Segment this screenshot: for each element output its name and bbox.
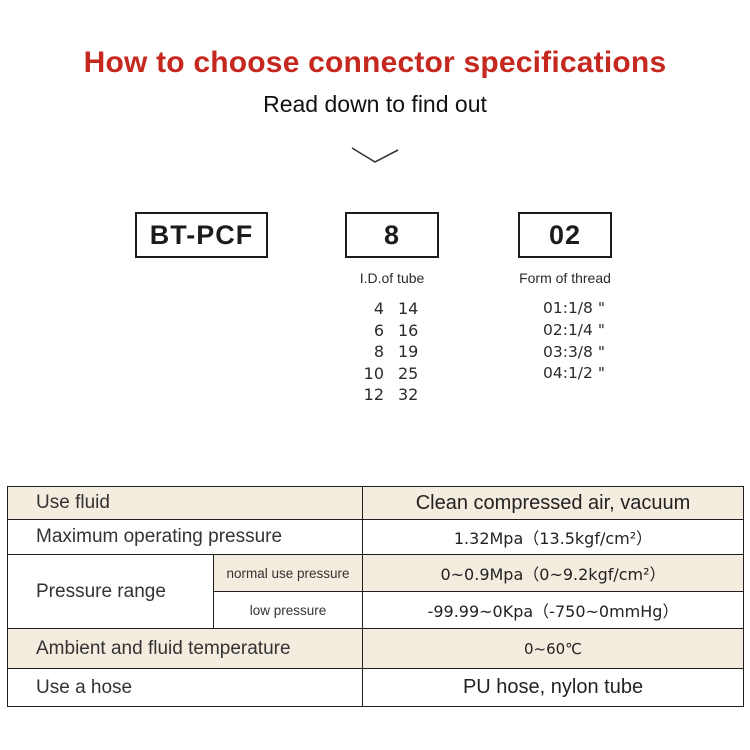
tube-od: 16: [398, 320, 419, 340]
tube-od: 32: [398, 385, 419, 405]
model-code-label: BT-PCF: [149, 219, 254, 250]
thread-option: 02:1/4 ": [543, 320, 605, 339]
row-label: Pressure range: [7, 554, 214, 629]
tube-size-row: 10 25: [352, 363, 419, 385]
thread-option: 04:1/2 ": [543, 364, 605, 383]
tube-size-row: 6 16: [352, 320, 419, 342]
row-sublabel: normal use pressure: [212, 554, 364, 592]
row-sublabel: low pressure: [212, 591, 364, 629]
table-row: low pressure -99.99~0Kpa（-750~0mmHg）: [8, 591, 745, 629]
tube-od: 25: [398, 363, 419, 383]
row-value: Clean compressed air, vacuum: [362, 486, 745, 520]
page-subtitle: Read down to find out: [263, 91, 487, 117]
spec-table: Use fluid Clean compressed air, vacuum M…: [6, 486, 745, 707]
row-label: Use a hose: [6, 668, 364, 707]
tube-od: 14: [398, 299, 419, 319]
thread-option: 03:3/8 ": [543, 342, 605, 361]
tube-code-label: 8: [383, 219, 401, 250]
tube-id: 6: [373, 320, 384, 340]
thread-code-box: 02: [518, 212, 612, 258]
row-value: 0~0.9Mpa（0~9.2kgf/cm²）: [362, 554, 745, 592]
table-row: Pressure range normal use pressure 0~0.9…: [7, 554, 745, 629]
tube-code-box: 8: [345, 212, 439, 258]
row-value: 1.32Mpa（13.5kgf/cm²）: [362, 519, 745, 555]
tube-id: 4: [373, 299, 384, 319]
tube-size-row: 8 19: [352, 341, 419, 363]
tube-size-list: 4 14 6 16 8 19 10 25 12 32: [352, 298, 419, 406]
thread-option-list: 01:1/8 " 02:1/4 " 03:3/8 " 04:1/2 ": [543, 299, 605, 386]
row-label: Maximum operating pressure: [6, 519, 364, 555]
tube-od: 19: [398, 342, 419, 362]
row-value: PU hose, nylon tube: [362, 668, 745, 707]
tube-size-row: 12 32: [352, 384, 419, 406]
row-label: Ambient and fluid temperature: [6, 628, 364, 669]
chevron-down-icon: [351, 147, 399, 163]
table-row: Maximum operating pressure 1.32Mpa（13.5k…: [6, 519, 745, 555]
thread-caption: Form of thread: [519, 270, 611, 286]
table-row: Use fluid Clean compressed air, vacuum: [6, 486, 745, 520]
table-row: Use a hose PU hose, nylon tube: [6, 668, 745, 707]
tube-id: 12: [363, 385, 384, 405]
row-value: 0~60℃: [362, 628, 745, 669]
page-title: How to choose connector specifications: [83, 46, 667, 79]
row-value: -99.99~0Kpa（-750~0mmHg）: [362, 591, 745, 629]
tube-id: 8: [373, 342, 384, 362]
thread-option: 01:1/8 ": [543, 299, 605, 317]
tube-size-row: 4 14: [352, 298, 419, 320]
tube-caption: I.D.of tube: [359, 270, 425, 286]
thread-code-label: 02: [548, 219, 582, 250]
table-row: Ambient and fluid temperature 0~60℃: [6, 628, 745, 669]
model-code-box: BT-PCF: [135, 212, 268, 258]
row-label: Use fluid: [6, 486, 364, 520]
tube-id: 10: [363, 363, 384, 383]
